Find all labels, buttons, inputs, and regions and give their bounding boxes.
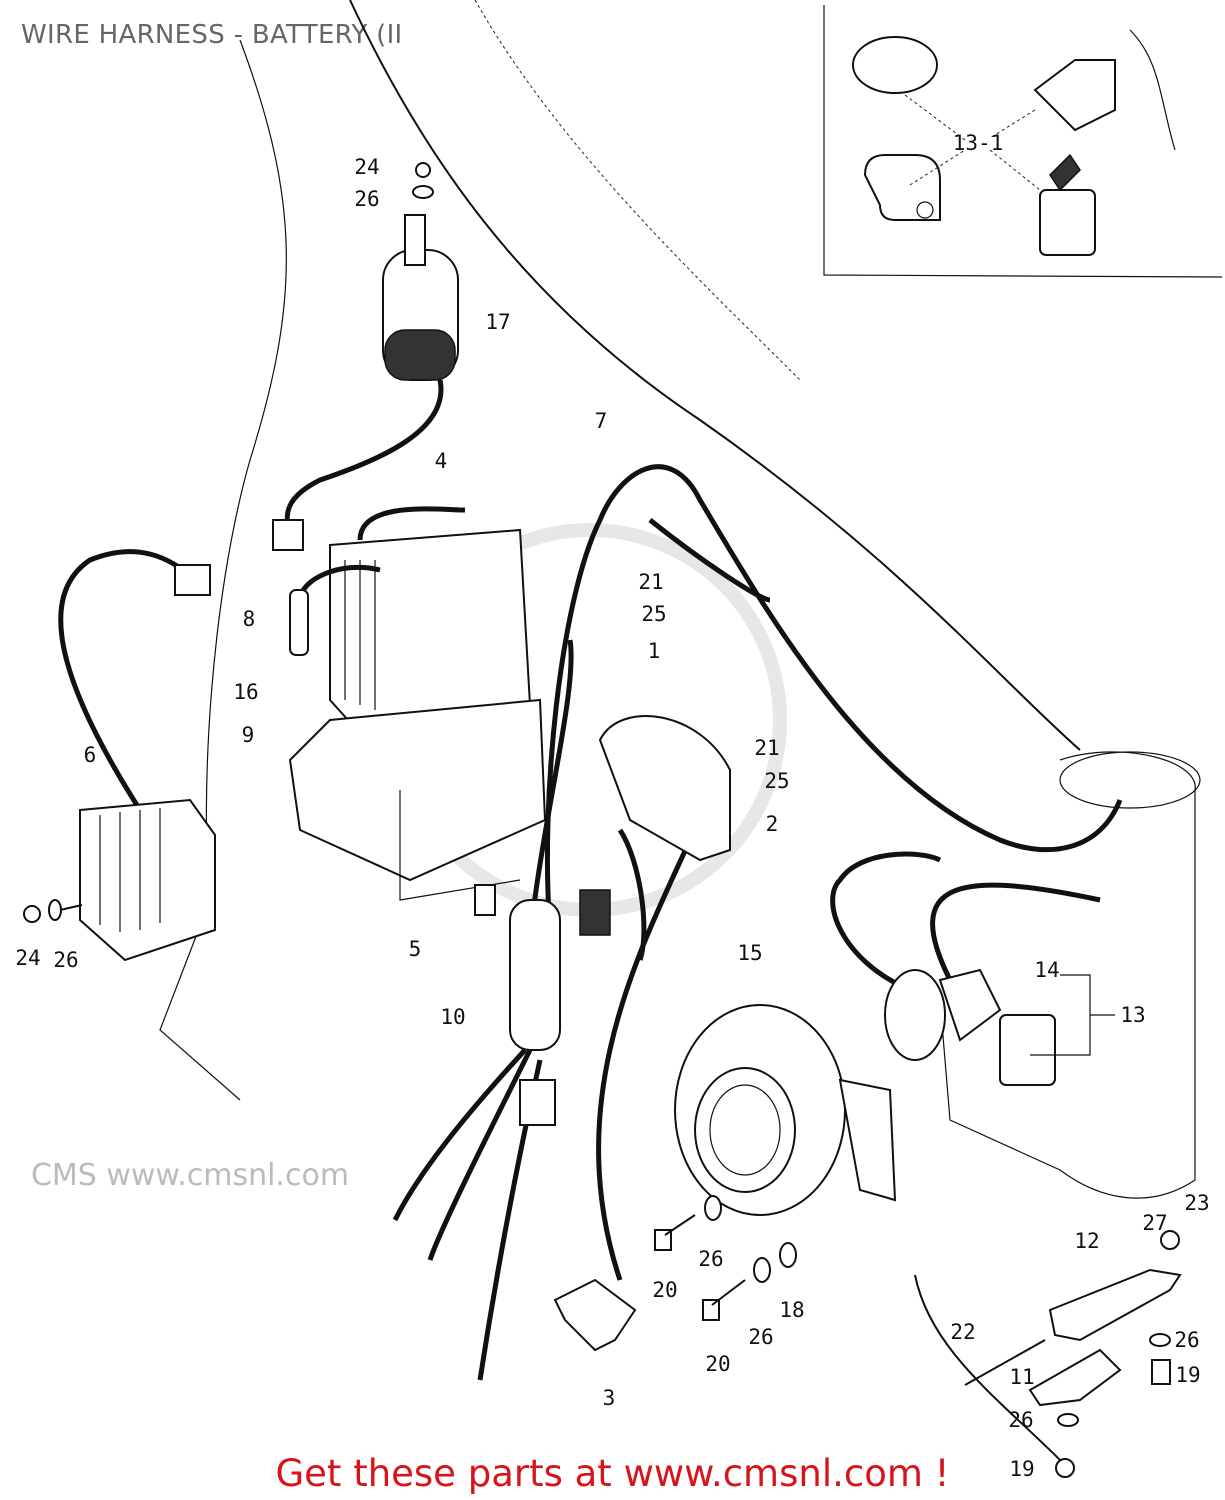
- callout-21: 21: [754, 736, 779, 760]
- callout-24: 24: [354, 155, 379, 179]
- callout-14: 14: [1034, 958, 1059, 982]
- key-switch: [1039, 189, 1096, 256]
- callout-20: 20: [705, 1352, 730, 1376]
- callout-26: 26: [1008, 1408, 1033, 1432]
- footer-link-text[interactable]: Get these parts at www.cmsnl.com !: [275, 1452, 950, 1495]
- callout-11: 11: [1009, 1365, 1034, 1389]
- callout-15: 15: [737, 941, 762, 965]
- callout-16: 16: [233, 680, 258, 704]
- callout-27: 27: [1142, 1211, 1167, 1235]
- watermark-text: CMS www.cmsnl.com: [31, 1158, 349, 1193]
- callout-26: 26: [698, 1247, 723, 1271]
- part-coil: [598, 715, 731, 961]
- callout-3: 3: [603, 1386, 616, 1410]
- callout-22: 22: [950, 1320, 975, 1344]
- callout-1: 1: [648, 639, 661, 663]
- callout-7: 7: [595, 409, 608, 433]
- callout-20: 20: [652, 1278, 677, 1302]
- callout-4: 4: [435, 449, 448, 473]
- key-icon: [1049, 153, 1081, 192]
- callout-19: 19: [1009, 1457, 1034, 1481]
- part-battery: [288, 506, 547, 901]
- callout-18: 18: [779, 1298, 804, 1322]
- callout-25: 25: [764, 769, 789, 793]
- callout-17: 17: [485, 310, 510, 334]
- callout-25: 25: [641, 602, 666, 626]
- diagram-title: WIRE HARNESS - BATTERY (II: [21, 20, 403, 50]
- callout-23: 23: [1184, 1191, 1209, 1215]
- callout-19: 19: [1175, 1363, 1200, 1387]
- callout-6: 6: [84, 743, 97, 767]
- callout-12: 12: [1074, 1229, 1099, 1253]
- inset-label: 13-1: [953, 131, 1004, 155]
- callout-8: 8: [243, 607, 256, 631]
- callout-10: 10: [440, 1005, 465, 1029]
- part-brackets: [654, 1195, 1182, 1478]
- callout-5: 5: [409, 937, 422, 961]
- callout-26: 26: [1174, 1328, 1199, 1352]
- part-ignition-switch: [830, 851, 1115, 1086]
- callout-13: 13: [1120, 1003, 1145, 1027]
- part-regulator: [23, 549, 216, 962]
- callout-26: 26: [748, 1325, 773, 1349]
- inset-panel: 13-1: [823, 5, 1223, 278]
- callout-9: 9: [242, 723, 255, 747]
- part-ignition-coil: [272, 162, 459, 551]
- ignition-switch: [1033, 59, 1116, 132]
- part-wire-harness: [392, 464, 1123, 1381]
- fuel-cap: [852, 36, 938, 94]
- frame-outline: [159, 0, 1201, 1199]
- part-horn: [674, 1004, 897, 1216]
- lock: [863, 154, 941, 221]
- callout-26: 26: [354, 187, 379, 211]
- callout-26: 26: [53, 948, 78, 972]
- callout-21: 21: [638, 570, 663, 594]
- callout-2: 2: [766, 812, 779, 836]
- callout-24: 24: [15, 946, 40, 970]
